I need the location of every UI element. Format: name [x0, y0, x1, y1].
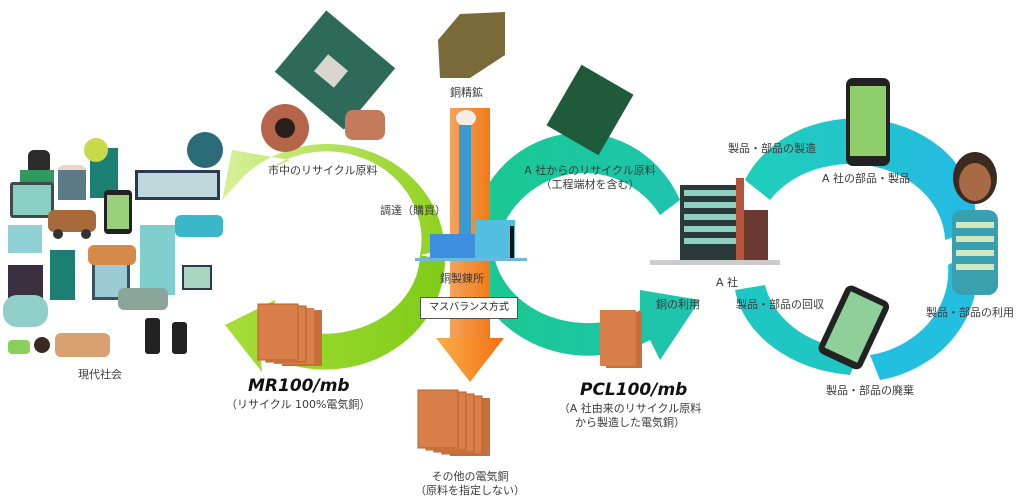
- pcl-copper-plates: [600, 310, 642, 368]
- mr-product-description: （リサイクル 100%電気銅）: [226, 398, 371, 411]
- mass-balance-label: マスバランス方式: [420, 297, 518, 319]
- middle-loop-bottom-arrow: [470, 260, 700, 360]
- collection-label: 製品・部品の回収: [736, 298, 824, 311]
- company-recycle-line2: （工程端材を含む）: [540, 178, 640, 191]
- manufacturing-label: 製品・部品の製造: [728, 142, 816, 155]
- pcl-description-line2: から製造した電気銅）: [575, 416, 685, 429]
- mr-copper-plates: [257, 303, 322, 366]
- market-recycle-label: 市中のリサイクル原料: [268, 164, 378, 177]
- company-label: A 社: [716, 276, 739, 289]
- recycled-parts-illustration: [261, 10, 396, 152]
- right-loop-right-arc: [870, 250, 978, 380]
- other-copper-line1: その他の電気銅: [431, 470, 509, 483]
- disposal-label: 製品・部品の廃棄: [826, 384, 914, 397]
- pcl-product-description: （A 社由来のリサイクル原料 から製造した電気銅）: [545, 402, 715, 430]
- product-label: A 社の部品・製品: [822, 172, 911, 185]
- pcl-description-line1: （A 社由来のリサイクル原料: [558, 402, 702, 415]
- society-label: 現代社会: [78, 368, 122, 381]
- smartphone-illustration: [846, 78, 890, 166]
- person-illustration: [952, 152, 998, 295]
- middle-loop-top-arc: [469, 132, 680, 255]
- company-pcb-illustration: [546, 64, 634, 156]
- down-arrow: [436, 338, 504, 382]
- company-recycle-label: A 社からのリサイクル原料 （工程端材を含む）: [515, 164, 665, 192]
- smelter-label: 銅製錬所: [440, 272, 484, 285]
- company-building-illustration: [650, 178, 780, 265]
- copper-use-label: 銅の利用: [656, 298, 700, 311]
- other-copper-line2: （原料を指定しない）: [415, 484, 525, 497]
- smelter-illustration: [415, 110, 527, 261]
- other-copper-label: その他の電気銅 （原料を指定しない）: [405, 470, 535, 498]
- mr-product-name: MR100/mb: [248, 376, 350, 396]
- modern-society-illustration: [3, 132, 223, 357]
- procurement-label: 調達（購買）: [380, 204, 446, 217]
- usage-label: 製品・部品の利用: [926, 306, 1014, 319]
- ore-label: 銅精鉱: [450, 86, 483, 99]
- copper-ore-illustration: [438, 12, 505, 78]
- company-recycle-line1: A 社からのリサイクル原料: [524, 164, 656, 177]
- broken-phone-illustration: [818, 285, 890, 370]
- pcl-product-name: PCL100/mb: [580, 380, 688, 400]
- right-loop-top-arc: [745, 118, 976, 240]
- left-loop-top-arrow: [222, 144, 445, 255]
- other-copper-plates: [417, 389, 490, 456]
